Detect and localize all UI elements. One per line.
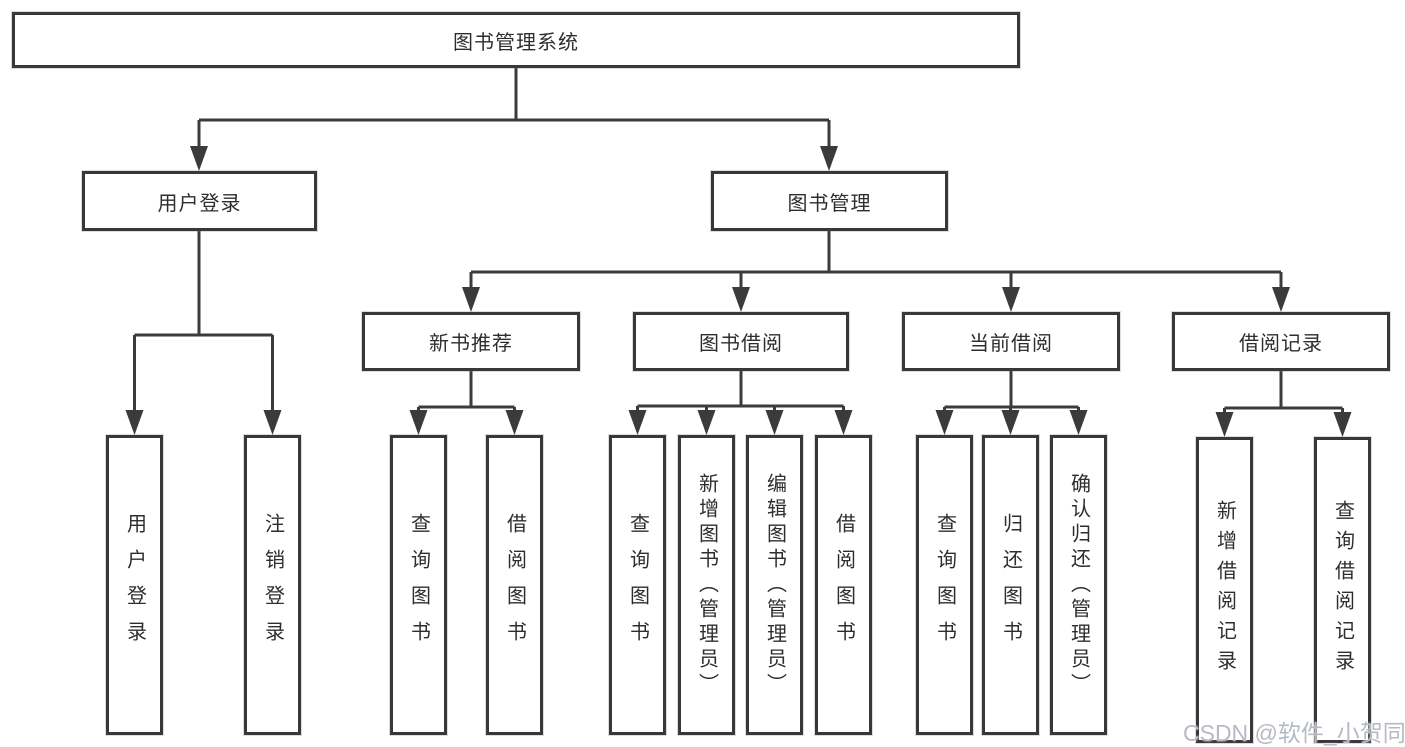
connector-bookmgmt-to-level2	[469, 231, 1283, 291]
node-user-login: 用户登录	[82, 171, 317, 231]
arrow-icon	[834, 410, 853, 435]
leaf-edit-books-admin: 编辑图书（管理员）	[746, 435, 803, 735]
leaf-query-books-2: 查询图书	[609, 435, 666, 735]
arrow-icon	[505, 410, 524, 435]
arrow-icon	[820, 146, 838, 171]
arrowheads	[125, 146, 1352, 437]
node-borrow-records: 借阅记录	[1172, 312, 1390, 371]
leaf-query-borrow-record: 查询借阅记录	[1314, 437, 1371, 743]
connector-records-to-leaves	[1223, 371, 1344, 416]
leaf-borrow-books-1: 借阅图书	[486, 435, 543, 735]
arrow-icon	[1069, 410, 1088, 435]
connector-userlogin-to-leaves	[133, 231, 274, 414]
leaf-query-books-3: 查询图书	[916, 435, 973, 735]
connector-root-to-level1	[197, 68, 831, 150]
arrow-icon	[125, 410, 144, 435]
connector-newbook-to-leaves	[417, 371, 516, 414]
arrow-icon	[409, 410, 428, 435]
leaf-add-books-admin: 新增图书（管理员）	[678, 435, 735, 735]
leaf-borrow-books-2: 借阅图书	[815, 435, 872, 735]
arrow-icon	[628, 410, 647, 435]
leaf-user-login: 用户登录	[106, 435, 163, 735]
leaf-add-borrow-record: 新增借阅记录	[1196, 437, 1253, 743]
arrow-icon	[765, 410, 784, 435]
arrow-icon	[697, 410, 716, 435]
leaf-return-books: 归还图书	[982, 435, 1039, 735]
node-new-book-recommend: 新书推荐	[362, 312, 580, 371]
arrow-icon	[1272, 287, 1290, 312]
leaf-query-books-1: 查询图书	[390, 435, 447, 735]
arrow-icon	[732, 287, 750, 312]
node-book-management: 图书管理	[711, 171, 948, 231]
node-system-root: 图书管理系统	[12, 12, 1020, 68]
arrow-icon	[1002, 287, 1020, 312]
leaf-confirm-return-admin: 确认归还（管理员）	[1050, 435, 1107, 735]
connector-borrow-to-leaves	[636, 371, 845, 414]
node-current-borrow: 当前借阅	[902, 312, 1120, 371]
arrow-icon	[1001, 410, 1020, 435]
arrow-icon	[1333, 412, 1352, 437]
arrow-icon	[462, 287, 480, 312]
connector-current-to-leaves	[943, 371, 1080, 414]
arrow-icon	[1215, 412, 1234, 437]
leaf-logout: 注销登录	[244, 435, 301, 735]
arrow-icon	[190, 146, 208, 171]
arrow-icon	[263, 410, 282, 435]
arrow-icon	[935, 410, 954, 435]
csdn-watermark: CSDN @软件_小贺同学	[1183, 720, 1405, 746]
node-book-borrow: 图书借阅	[633, 312, 849, 371]
